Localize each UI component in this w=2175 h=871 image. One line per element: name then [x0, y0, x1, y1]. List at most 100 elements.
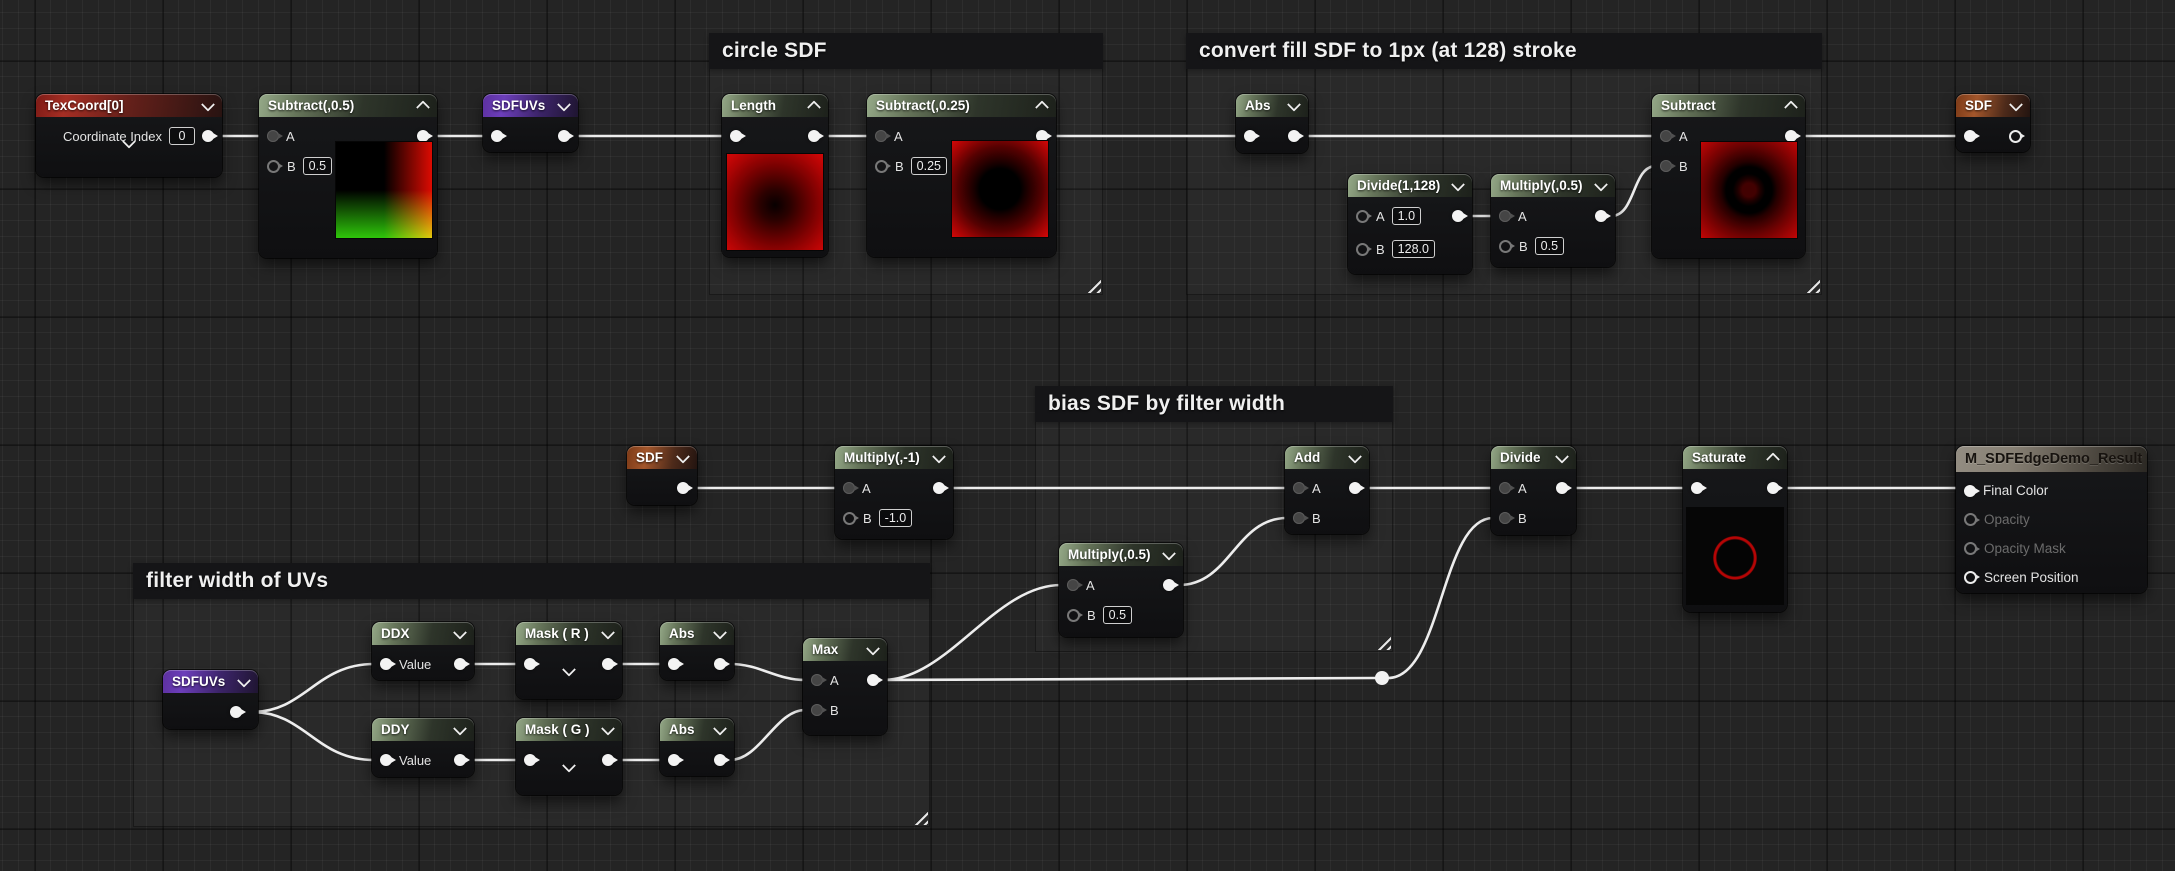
- input-pin[interactable]: [1691, 482, 1707, 494]
- comment-title-bias-sdf[interactable]: bias SDF by filter width: [1035, 386, 1393, 422]
- node-divide[interactable]: Divide A B: [1491, 446, 1576, 535]
- node-add[interactable]: Add A B: [1285, 446, 1369, 534]
- b-value[interactable]: 0.5: [302, 157, 333, 175]
- output-pin[interactable]: [454, 754, 470, 766]
- output-pin[interactable]: [1595, 210, 1611, 222]
- input-pin[interactable]: [491, 130, 507, 142]
- input-pin[interactable]: [524, 658, 540, 670]
- node-ddy[interactable]: DDY Value: [372, 718, 474, 777]
- input-pin-value[interactable]: [380, 754, 396, 766]
- input-pin[interactable]: [730, 130, 746, 142]
- comment-title-convert-stroke[interactable]: convert fill SDF to 1px (at 128) stroke: [1186, 33, 1822, 69]
- chevron-up-icon[interactable]: [806, 99, 822, 114]
- chevron-down-icon[interactable]: [712, 625, 728, 640]
- b-value[interactable]: 128.0: [1391, 240, 1435, 258]
- output-pin[interactable]: [558, 130, 574, 142]
- chevron-down-icon[interactable]: [452, 625, 468, 640]
- a-value[interactable]: 1.0: [1391, 207, 1422, 225]
- chevron-down-icon[interactable]: [1347, 449, 1363, 464]
- output-pin[interactable]: [1785, 130, 1801, 142]
- chevron-down-icon[interactable]: [1286, 97, 1302, 112]
- input-pin-a[interactable]: [267, 130, 283, 142]
- wire[interactable]: [881, 583, 1063, 682]
- node-abs[interactable]: Abs: [1236, 94, 1308, 153]
- chevron-down-icon[interactable]: [865, 641, 881, 656]
- output-pin[interactable]: [677, 482, 693, 494]
- wire[interactable]: [728, 662, 807, 682]
- input-pin-b[interactable]: [811, 704, 827, 716]
- b-value[interactable]: -1.0: [878, 509, 913, 527]
- input-pin-opacity-mask[interactable]: [1964, 542, 1980, 555]
- node-length[interactable]: Length: [722, 94, 828, 257]
- input-pin-a[interactable]: [1293, 482, 1309, 494]
- node-sdfuvs-declaration[interactable]: SDFUVs: [483, 94, 578, 152]
- input-pin[interactable]: [1244, 130, 1260, 142]
- output-pin[interactable]: [602, 754, 618, 766]
- output-pin[interactable]: [1288, 130, 1304, 142]
- wire[interactable]: [881, 676, 1378, 682]
- output-pin[interactable]: [808, 130, 824, 142]
- input-pin-b[interactable]: [1356, 242, 1372, 256]
- chevron-down-icon[interactable]: [931, 449, 947, 464]
- input-pin-a[interactable]: [1067, 579, 1083, 591]
- node-subtract-stroke[interactable]: Subtract A B: [1652, 94, 1805, 258]
- input-pin-opacity[interactable]: [1964, 513, 1980, 526]
- node-abs-x[interactable]: Abs: [660, 622, 734, 680]
- chevron-down-icon[interactable]: [2008, 97, 2024, 112]
- output-pin[interactable]: [1163, 579, 1179, 591]
- chevron-down-icon[interactable]: [1554, 449, 1570, 464]
- output-pin[interactable]: [230, 706, 246, 718]
- input-pin-a[interactable]: [811, 674, 827, 686]
- input-pin[interactable]: [1964, 130, 1980, 142]
- node-texcoord[interactable]: TexCoord[0] Coordinate Index 0: [36, 94, 222, 177]
- chevron-down-icon[interactable]: [600, 625, 616, 640]
- node-ddx[interactable]: DDX Value: [372, 622, 474, 680]
- node-abs-y[interactable]: Abs: [660, 718, 734, 776]
- node-mask-r[interactable]: Mask ( R ): [516, 622, 622, 699]
- node-material-result[interactable]: M_SDFEdgeDemo_Result Final Color Opacity…: [1956, 446, 2147, 593]
- chevron-down-icon[interactable]: [675, 449, 691, 464]
- node-max[interactable]: Max A B: [803, 638, 887, 735]
- node-multiply-neg1[interactable]: Multiply(,-1) A B-1.0: [835, 446, 953, 539]
- input-pin-b[interactable]: [1499, 512, 1515, 524]
- chevron-down-icon[interactable]: [236, 673, 252, 688]
- input-pin[interactable]: [668, 754, 684, 766]
- output-pin[interactable]: [602, 658, 618, 670]
- comment-title-circle-sdf[interactable]: circle SDF: [709, 33, 1103, 69]
- input-pin-b[interactable]: [1660, 160, 1676, 172]
- output-pin[interactable]: [1349, 482, 1365, 494]
- input-pin-screen-position[interactable]: [1964, 571, 1980, 584]
- chevron-up-icon[interactable]: [1034, 99, 1050, 114]
- chevron-down-icon[interactable]: [556, 97, 572, 112]
- input-pin-a[interactable]: [875, 130, 891, 142]
- output-pin[interactable]: [1452, 210, 1468, 222]
- b-value[interactable]: 0.5: [1534, 237, 1565, 255]
- node-sdf-usage[interactable]: SDF: [627, 446, 697, 505]
- input-pin-b[interactable]: [1067, 608, 1083, 622]
- node-saturate[interactable]: Saturate: [1683, 446, 1787, 612]
- input-pin-a[interactable]: [1660, 130, 1676, 142]
- wire[interactable]: [250, 710, 376, 762]
- output-pin[interactable]: [1036, 130, 1052, 142]
- wire[interactable]: [728, 708, 807, 762]
- output-pin-hollow[interactable]: [2009, 129, 2025, 143]
- b-value[interactable]: 0.5: [1102, 606, 1133, 624]
- chevron-up-icon[interactable]: [1783, 99, 1799, 114]
- reroute-node[interactable]: [1375, 671, 1389, 685]
- input-pin-a[interactable]: [843, 482, 859, 494]
- output-pin[interactable]: [202, 130, 218, 142]
- input-pin-b[interactable]: [267, 159, 283, 173]
- input-pin-value[interactable]: [380, 658, 396, 670]
- input-pin-b[interactable]: [875, 159, 891, 173]
- input-pin-a[interactable]: [1499, 210, 1515, 222]
- chevron-down-icon[interactable]: [1593, 177, 1609, 192]
- output-pin[interactable]: [714, 754, 730, 766]
- node-mask-g[interactable]: Mask ( G ): [516, 718, 622, 795]
- input-pin-a[interactable]: [1499, 482, 1515, 494]
- input-pin[interactable]: [668, 658, 684, 670]
- output-pin[interactable]: [1556, 482, 1572, 494]
- chevron-up-icon[interactable]: [1765, 451, 1781, 466]
